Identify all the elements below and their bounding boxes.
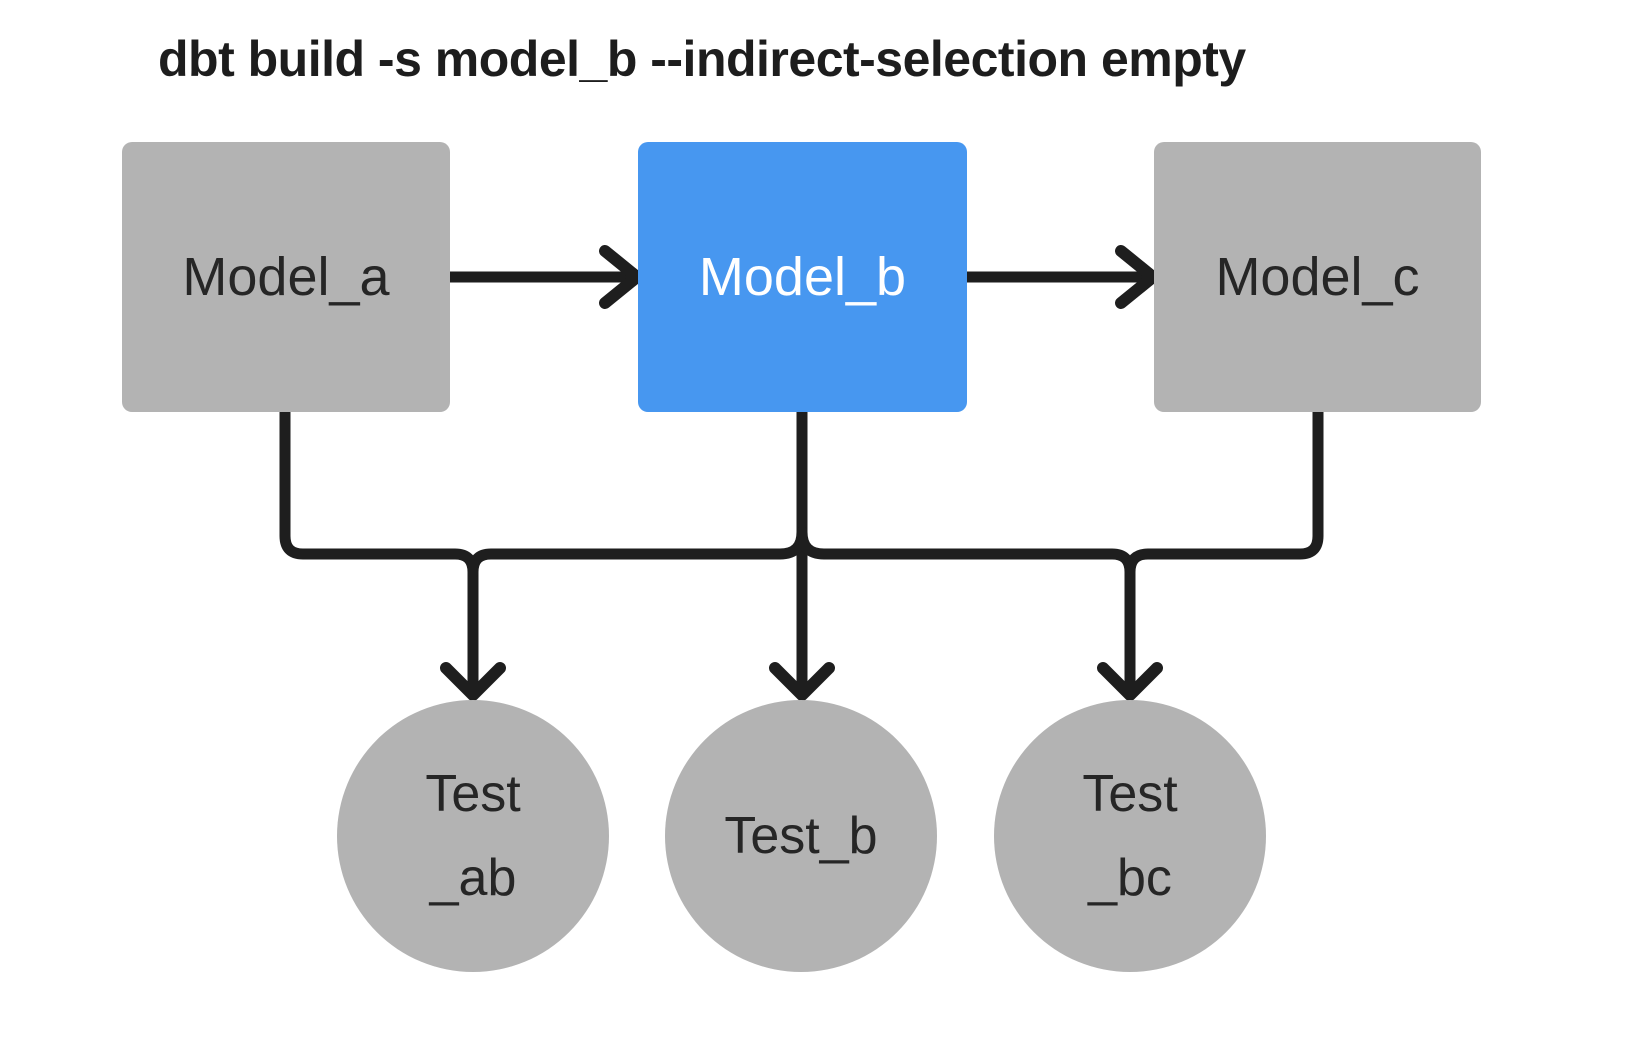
test-node-bc: Test _bc: [994, 700, 1266, 972]
edge-model-b-to-test-ab-line: [467, 526, 808, 578]
model-c-label: Model_c: [1215, 247, 1420, 307]
test-b-label-line-1: Test_b: [724, 807, 878, 865]
arrow-right-icon: [1115, 245, 1159, 309]
test-bc-label-line-2: _bc: [1088, 849, 1172, 907]
model-b-label: Model_b: [698, 247, 907, 307]
model-a-label: Model_a: [182, 247, 390, 307]
diagram-title: dbt build -s model_b --indirect-selectio…: [158, 31, 1246, 87]
test-node-b: Test_b: [665, 700, 937, 972]
arrow-down-icon: [769, 662, 835, 701]
model-node-c: Model_c: [1154, 142, 1481, 412]
arrow-right-icon: [599, 245, 643, 309]
test-ab-label-line-2: _ab: [429, 849, 517, 907]
test-bc-label-line-1: Test: [1082, 765, 1178, 823]
edge-model-a-to-test-ab-line: [279, 406, 479, 699]
edge-model-c-to-test-bc-line: [1124, 406, 1324, 578]
model-node-a: Model_a: [122, 142, 450, 412]
test-node-ab: Test _ab: [337, 700, 609, 972]
model-node-b: Model_b: [638, 142, 967, 412]
arrow-down-icon: [1097, 662, 1163, 701]
arrow-down-icon: [440, 662, 506, 701]
edge-model-b-to-test-bc-line: [796, 526, 1136, 699]
test-ab-label-line-1: Test: [425, 765, 521, 823]
